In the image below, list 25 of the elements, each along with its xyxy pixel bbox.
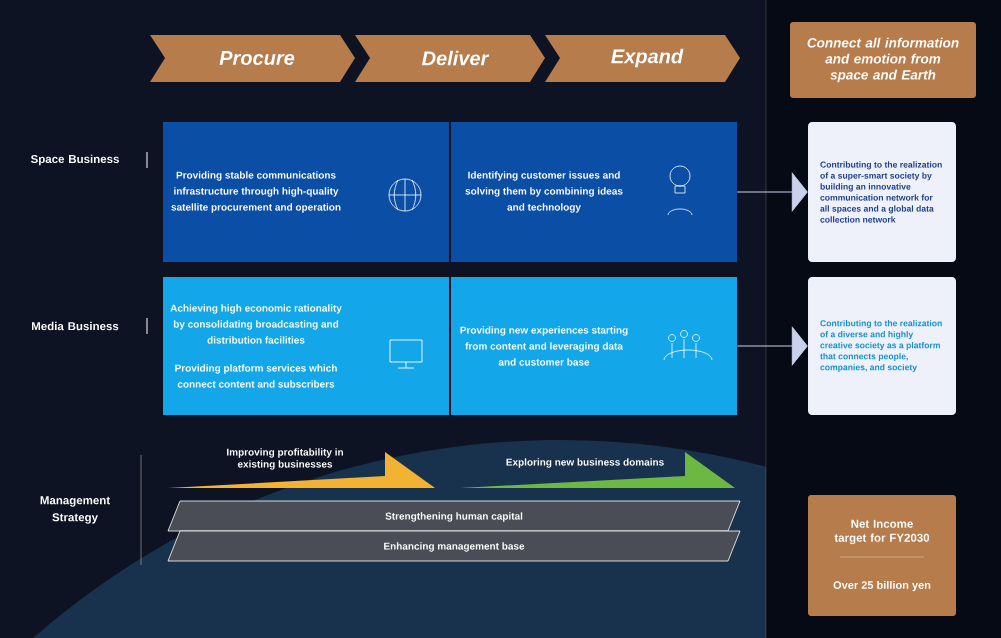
business-cell: Identifying customer issues and solving them by combining ideas and technology: [451, 122, 737, 262]
node-label: Providing new experiences starting from content and leveraging data and customer base: [460, 326, 628, 366]
business-cell: Providing new experiences starting from content and leveraging data and customer base: [451, 277, 737, 415]
node-label: Identifying customer issues and solving them by combining ideas and technology: [465, 171, 623, 213]
growth-wedge: Exploring new business domains: [460, 452, 735, 488]
node-label: Providing stable communications infrastructure through high-quality satellite procurement and operation: [171, 171, 341, 213]
row-label: Space Business: [30, 154, 119, 166]
node-label: Achieving high economic rationality by consolidating broadcasting and distribution facilities: [170, 304, 342, 344]
chevron-arrow: [736, 172, 808, 212]
chevron-banner: Deliver: [355, 35, 545, 82]
chevron-banner: Expand: [545, 35, 740, 82]
target-box: Net Income target for FY2030 Over 25 billion yen: [808, 495, 956, 616]
outcome-box: Contributing to the realization of a super-smart society by building an innovative communication network for all spaces and a global data collection network: [808, 122, 956, 262]
foundation-band: Strengthening human capital: [167, 500, 741, 532]
foundation-band: Enhancing management base: [167, 530, 741, 562]
growth-wedge: Improving profitability in existing businesses: [168, 448, 435, 488]
row-label: Media Business: [32, 321, 119, 331]
node-label: Providing platform services which connect content and subscribers: [175, 364, 337, 388]
business-cell: Achieving high economic rationality by consolidating broadcasting and distribution facilities Providing platform services which connect content and subscribers: [163, 277, 449, 415]
outcome-box: Contributing to the realization of a diverse and highly creative society as a platform that connects people, companies, and society: [808, 277, 956, 415]
chevron-banner: Procure: [150, 35, 355, 82]
mission-box: Connect all information and emotion from space and Earth: [790, 22, 976, 98]
chevron-arrow: [736, 326, 808, 366]
row-label: Management Strategy: [40, 496, 110, 524]
business-cell: Providing stable communications infrastructure through high-quality satellite procurement and operation: [163, 122, 449, 262]
